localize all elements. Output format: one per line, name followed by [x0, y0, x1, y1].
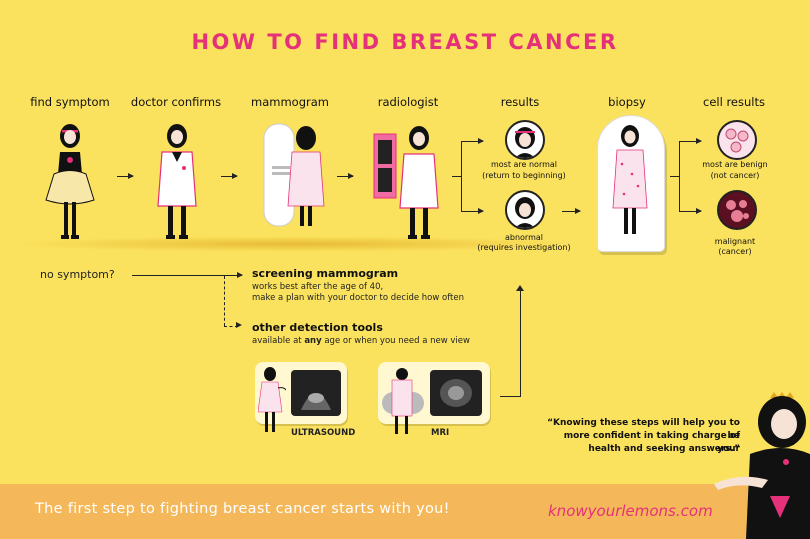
floor-shadow — [5, 236, 585, 252]
ultrasound-patient-icon — [258, 367, 286, 432]
step-label-doctor-confirms: doctor confirms — [130, 95, 222, 109]
mri-scan-image — [430, 370, 482, 416]
malignant-cells-icon — [717, 190, 757, 230]
arrow-to-doctor — [117, 173, 134, 179]
cell-branch-stem — [670, 176, 680, 177]
tools-connector-horizontal — [500, 396, 520, 397]
abnormal-result-label: abnormal — [504, 233, 543, 242]
malignant-label: malignant — [714, 237, 756, 246]
abnormal-result-sublabel: (requires investigation) — [477, 243, 571, 252]
normal-result-sublabel: (return to beginning) — [482, 171, 566, 180]
normal-result-label: most are normal — [490, 160, 558, 169]
step-label-find-symptom: find symptom — [30, 95, 110, 109]
page-title: HOW TO FIND BREAST CANCER — [191, 30, 619, 54]
arrow-to-radiologist — [337, 173, 354, 179]
screening-line2: make a plan with your doctor to decide h… — [252, 293, 465, 303]
footer-tagline: The first step to fighting breast cancer… — [35, 501, 450, 517]
tools-connector-vertical — [520, 290, 521, 397]
arrow-to-abnormal — [461, 208, 484, 214]
arrow-to-screening — [132, 272, 243, 278]
arrow-to-mammogram — [221, 173, 238, 179]
doctor-figure-icon — [157, 124, 197, 239]
arrow-to-biopsy — [562, 208, 581, 214]
other-tools-prefix: available at — [252, 336, 305, 346]
quote-line2: more confident in taking charge of your — [563, 431, 740, 454]
other-tools-heading: other detection tools — [252, 321, 383, 334]
branch-stem — [452, 176, 462, 177]
screening-heading: screening mammogram — [252, 267, 399, 280]
arrow-to-malignant — [679, 208, 702, 214]
ultrasound-label: ULTRASOUND — [291, 428, 356, 438]
normal-result-icon — [505, 120, 545, 160]
footer-band — [0, 484, 810, 539]
arrow-to-benign — [679, 138, 702, 144]
screening-line1: works best after the age of 40, — [252, 282, 384, 292]
mri-machine-icon — [382, 368, 424, 434]
step-label-radiologist: radiologist — [377, 95, 439, 109]
radiologist-figure-icon — [373, 126, 439, 239]
website-link[interactable]: knowyourlemons.com — [548, 502, 713, 520]
benign-sublabel: (not cancer) — [710, 171, 760, 180]
other-tools-suffix: age or when you need a new view — [321, 336, 470, 346]
dashed-connector — [224, 276, 225, 326]
mascot-woman-icon — [714, 392, 810, 539]
step-label-cell-results: cell results — [703, 95, 765, 109]
abnormal-result-icon — [505, 190, 545, 230]
step-label-mammogram: mammogram — [251, 95, 329, 109]
mri-label: MRI — [431, 428, 450, 438]
cell-branch-vertical — [679, 141, 680, 212]
benign-label: most are benign — [702, 160, 768, 169]
malignant-sublabel: (cancer) — [718, 247, 752, 256]
dashed-arrowhead — [236, 322, 242, 328]
quote-line3: health and seeking answers.” — [588, 444, 740, 454]
quote-line1: “Knowing these steps will help you to be — [547, 418, 740, 441]
other-tools-emphasis: any — [304, 336, 322, 346]
woman-figure-icon — [45, 124, 95, 239]
step-label-results: results — [500, 95, 540, 109]
step-label-biopsy: biopsy — [608, 95, 646, 109]
dashed-arrow-other-tools — [224, 326, 238, 327]
branch-vertical — [461, 141, 462, 212]
tools-arrowhead — [516, 285, 524, 291]
no-symptom-label: no symptom? — [40, 268, 115, 281]
ultrasound-scan-image — [291, 370, 341, 416]
biopsy-patient-icon — [612, 125, 648, 234]
arrow-to-normal — [461, 138, 484, 144]
benign-cells-icon — [717, 120, 757, 160]
other-tools-text: available at any age or when you need a … — [252, 335, 470, 347]
mammogram-machine-icon — [263, 123, 325, 227]
